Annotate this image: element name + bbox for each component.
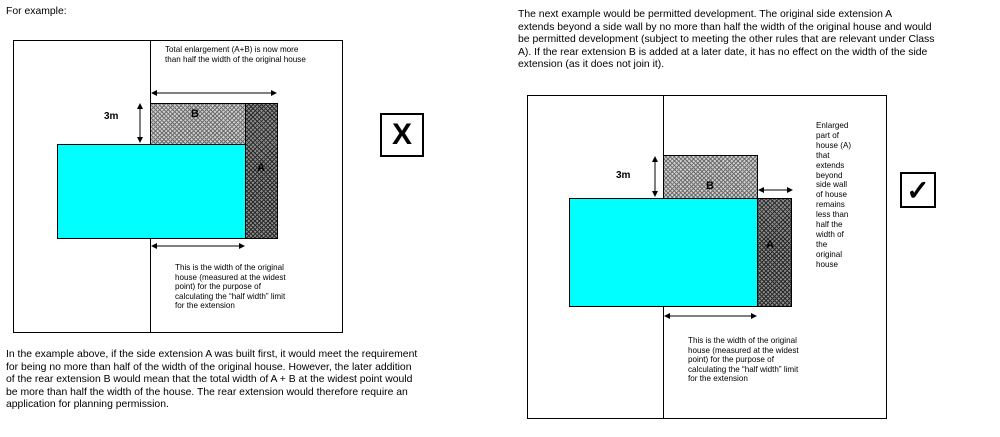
right-side-note: Enlarged part of house (A) that extends … <box>816 121 852 269</box>
left-side-extension-a <box>245 103 278 239</box>
pass-check-icon: ✓ <box>900 172 936 208</box>
right-plot-frame <box>527 95 887 419</box>
left-original-house <box>57 144 246 239</box>
left-label-b: B <box>191 108 199 120</box>
right-paragraph: The next example would be permitted deve… <box>518 9 935 71</box>
right-original-house <box>569 198 758 307</box>
left-paragraph: In the example above, if the side extens… <box>6 349 418 411</box>
right-bottom-note: This is the width of the original house … <box>688 336 799 384</box>
left-rear-extension-b <box>150 103 246 145</box>
right-label-b: B <box>706 180 714 192</box>
left-label-a: A <box>257 162 265 174</box>
right-rear-extension-b <box>663 155 758 199</box>
left-top-note: Total enlargement (A+B) is now more than… <box>165 45 306 64</box>
left-heading: For example: <box>6 6 67 17</box>
right-dim-label: 3m <box>616 170 631 181</box>
left-plot-frame <box>13 40 343 333</box>
left-bottom-note: This is the width of the original house … <box>175 263 286 311</box>
left-dim-label: 3m <box>104 111 119 122</box>
fail-mark-icon: X <box>380 113 424 157</box>
right-label-a: A <box>766 239 774 251</box>
